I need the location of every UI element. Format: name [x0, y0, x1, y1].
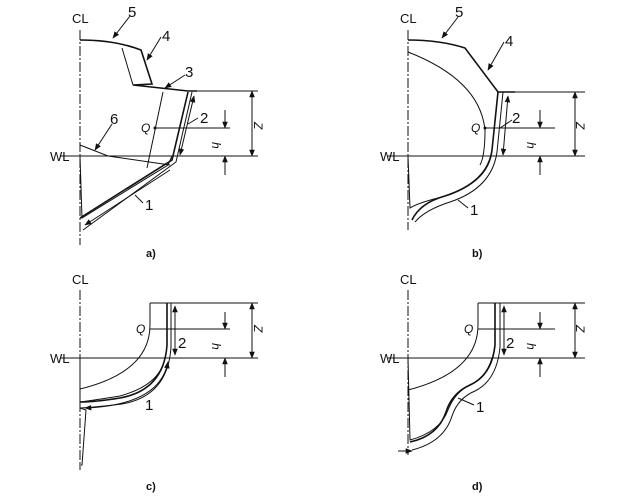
- caption-b: b): [472, 248, 483, 260]
- label-5: 5: [128, 4, 136, 21]
- label-2: 2: [506, 335, 514, 352]
- hull-outer: [414, 91, 504, 223]
- keel-fin: [79, 407, 87, 466]
- h-label: h: [209, 343, 223, 350]
- z-label: Z: [573, 121, 587, 130]
- girth-arrow: [178, 95, 196, 156]
- q-line: [79, 303, 151, 390]
- line-6: [79, 144, 171, 166]
- cl-label: CL: [72, 272, 89, 287]
- q-label: Q: [471, 121, 480, 135]
- panel-b: CL WL Q Z h 1 2 4 5 b): [380, 4, 587, 260]
- wl-label: WL: [50, 149, 70, 164]
- q-label: Q: [464, 322, 473, 336]
- superstructure-inner: [121, 47, 134, 86]
- panel-d: CL WL Q Z h 1 2 d): [380, 272, 587, 493]
- q-label: Q: [136, 322, 145, 336]
- z-label: Z: [251, 121, 265, 130]
- panel-c: CL WL Q Z h 1 2 c): [50, 272, 265, 493]
- label-2: 2: [178, 335, 186, 352]
- submerged-area-hatch: [79, 357, 166, 403]
- h-label: h: [209, 142, 223, 149]
- wl-label: WL: [380, 149, 400, 164]
- wl-label: WL: [380, 351, 400, 366]
- hull-outer: [82, 91, 193, 231]
- z-label: Z: [251, 324, 265, 333]
- girth-arrow: [500, 95, 511, 156]
- caption-d: d): [472, 481, 483, 493]
- wl-label: WL: [50, 351, 70, 366]
- label-1: 1: [470, 202, 478, 219]
- hull-outer: [411, 303, 501, 451]
- cl-label: CL: [400, 272, 417, 287]
- q-line: [146, 91, 164, 169]
- label-1: 1: [145, 197, 153, 214]
- label-3: 3: [185, 64, 193, 81]
- label-5: 5: [455, 4, 463, 21]
- hull-outer: [79, 303, 172, 409]
- label-1: 1: [145, 397, 153, 414]
- cl-label: CL: [72, 11, 89, 26]
- label-6: 6: [110, 111, 118, 128]
- deck-outline: [407, 39, 515, 93]
- caption-c: c): [146, 481, 156, 493]
- label-4: 4: [505, 33, 513, 50]
- hull-inner: [411, 91, 499, 221]
- label-4: 4: [162, 28, 170, 45]
- label-2: 2: [200, 110, 208, 127]
- hull-inner: [409, 303, 496, 443]
- q-line: [407, 303, 479, 391]
- deck-outline: [79, 39, 197, 92]
- label-1: 1: [476, 399, 484, 416]
- label-2: 2: [512, 110, 520, 127]
- q-line: [407, 51, 486, 166]
- cl-label: CL: [400, 11, 417, 26]
- caption-a: a): [146, 248, 156, 260]
- q-label: Q: [141, 121, 150, 135]
- panel-a: CL WL Q Z h 1 2 3 4 5 6 a): [50, 4, 265, 260]
- submerged-area-hatch: [407, 155, 492, 209]
- z-label: Z: [573, 324, 587, 333]
- h-label: h: [524, 343, 538, 350]
- hull-inner: [79, 91, 189, 219]
- h-label: h: [524, 142, 538, 149]
